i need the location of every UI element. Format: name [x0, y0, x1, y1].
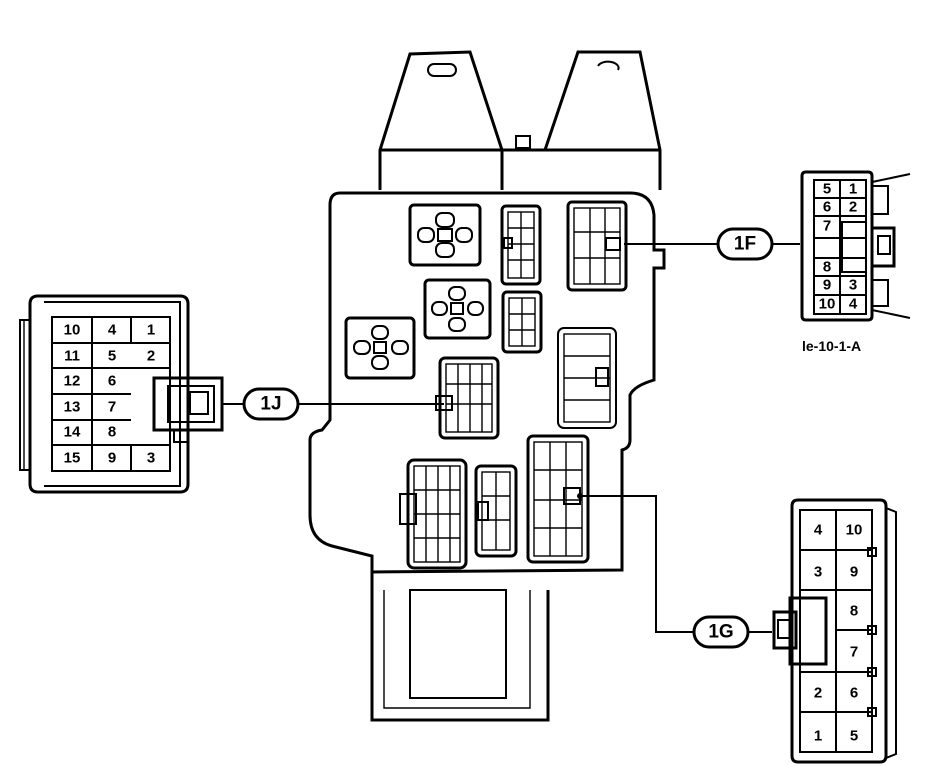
- connector-1j: 10 4 1 11 5 2 12 6 13 7 14 8 15 9 3: [19, 294, 224, 494]
- callout-1f-text: 1F: [734, 234, 756, 255]
- pin-1j: 6: [108, 373, 116, 390]
- relay-socket-1: [408, 203, 482, 267]
- pin-1f: 5: [823, 181, 831, 198]
- callout-1f: 1F: [716, 227, 774, 261]
- callout-1j-text: 1J: [260, 394, 281, 415]
- pin-1j: 3: [147, 450, 155, 467]
- pin-1j: 12: [64, 373, 81, 390]
- lower-bracket: [370, 572, 550, 722]
- mounting-tab-right: [543, 50, 662, 190]
- pin-1j: 10: [64, 322, 81, 339]
- pin-1j: 5: [108, 348, 116, 365]
- pin-1g: 4: [814, 522, 823, 539]
- pin-1j: 9: [108, 450, 116, 467]
- pin-1f: 7: [823, 218, 831, 235]
- pin-1j: 15: [64, 450, 81, 467]
- pin-1j: 11: [64, 348, 80, 365]
- socket-right-mid: [557, 327, 617, 429]
- relay-socket-2: [423, 278, 492, 340]
- pin-1g: 8: [850, 603, 858, 620]
- pin-1j: 4: [108, 322, 117, 339]
- socket-small-mid: [501, 290, 543, 354]
- junction-block: [308, 50, 666, 722]
- mounting-tab-left: [378, 50, 504, 190]
- socket-bottom-mid: [474, 464, 518, 558]
- pin-1g: 7: [850, 644, 858, 661]
- pin-1f: 8: [823, 259, 831, 276]
- pin-1j: 8: [108, 424, 116, 441]
- leader-1g: [580, 495, 694, 633]
- connector-1g: 4 10 3 9 8 7 2 6 1 5: [772, 498, 897, 764]
- relay-socket-3: [344, 316, 416, 380]
- socket-small-top: [500, 204, 542, 286]
- callout-1g: 1G: [692, 615, 750, 649]
- pin-1j: 2: [147, 348, 155, 365]
- pin-1f: 9: [823, 277, 831, 294]
- pin-1f: 1: [849, 181, 857, 198]
- pin-1j: 1: [147, 322, 155, 339]
- connector-1f: 5 1 6 2 7 8 9 3 10 4: [800, 170, 911, 322]
- pin-1f: 4: [849, 296, 858, 313]
- connector-1f-latch: [870, 226, 896, 268]
- junction-block-outline: [308, 191, 666, 574]
- callout-1g-text: 1G: [708, 622, 733, 643]
- pin-1g: 5: [850, 728, 858, 745]
- pin-1j: 7: [108, 399, 116, 416]
- leader-lines: [222, 243, 800, 633]
- pin-1g: 2: [814, 685, 822, 702]
- socket-bottom-left: [399, 458, 468, 570]
- callout-1j: 1J: [242, 387, 300, 421]
- pin-1f: 10: [819, 296, 836, 313]
- pin-1g: 9: [850, 564, 858, 581]
- socket-1g: [526, 434, 590, 564]
- pin-1g: 3: [814, 564, 822, 581]
- pin-1j: 13: [64, 399, 81, 416]
- pin-1f: 3: [849, 277, 857, 294]
- pin-1g: 1: [814, 728, 822, 745]
- socket-1j: [435, 356, 500, 440]
- socket-1f: [566, 200, 628, 292]
- pin-1f: 2: [849, 199, 857, 216]
- reference-code: le-10-1-A: [802, 338, 861, 354]
- mount-hole-right: [597, 60, 620, 71]
- mount-hole-left: [427, 63, 457, 77]
- pin-1f: 6: [823, 199, 831, 216]
- pin-1g: 6: [850, 685, 858, 702]
- pin-1g: 10: [846, 522, 863, 539]
- pin-1j: 14: [64, 424, 81, 441]
